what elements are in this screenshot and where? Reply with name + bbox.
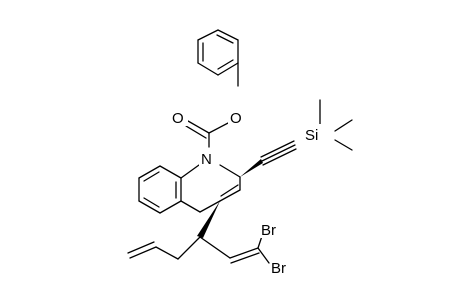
- atom-o-carbonyl: O: [172, 110, 184, 127]
- atom-si: Si: [305, 127, 318, 144]
- carbonyl-group: [185, 120, 210, 148]
- dihydropyridine-ring: [180, 164, 241, 213]
- phenyl-ring: [197, 29, 239, 76]
- atom-n: N: [201, 151, 212, 168]
- benzo-ring: [138, 165, 182, 214]
- alkynyl-tms-substituent: [240, 99, 353, 177]
- atom-br-1: Br: [261, 222, 276, 239]
- ester-linkage: [208, 62, 239, 134]
- atom-o-ester: O: [230, 110, 242, 127]
- atom-br-2: Br: [271, 260, 286, 277]
- side-chain: [127, 201, 270, 264]
- atom-labels: O O N Si Br Br: [170, 108, 334, 277]
